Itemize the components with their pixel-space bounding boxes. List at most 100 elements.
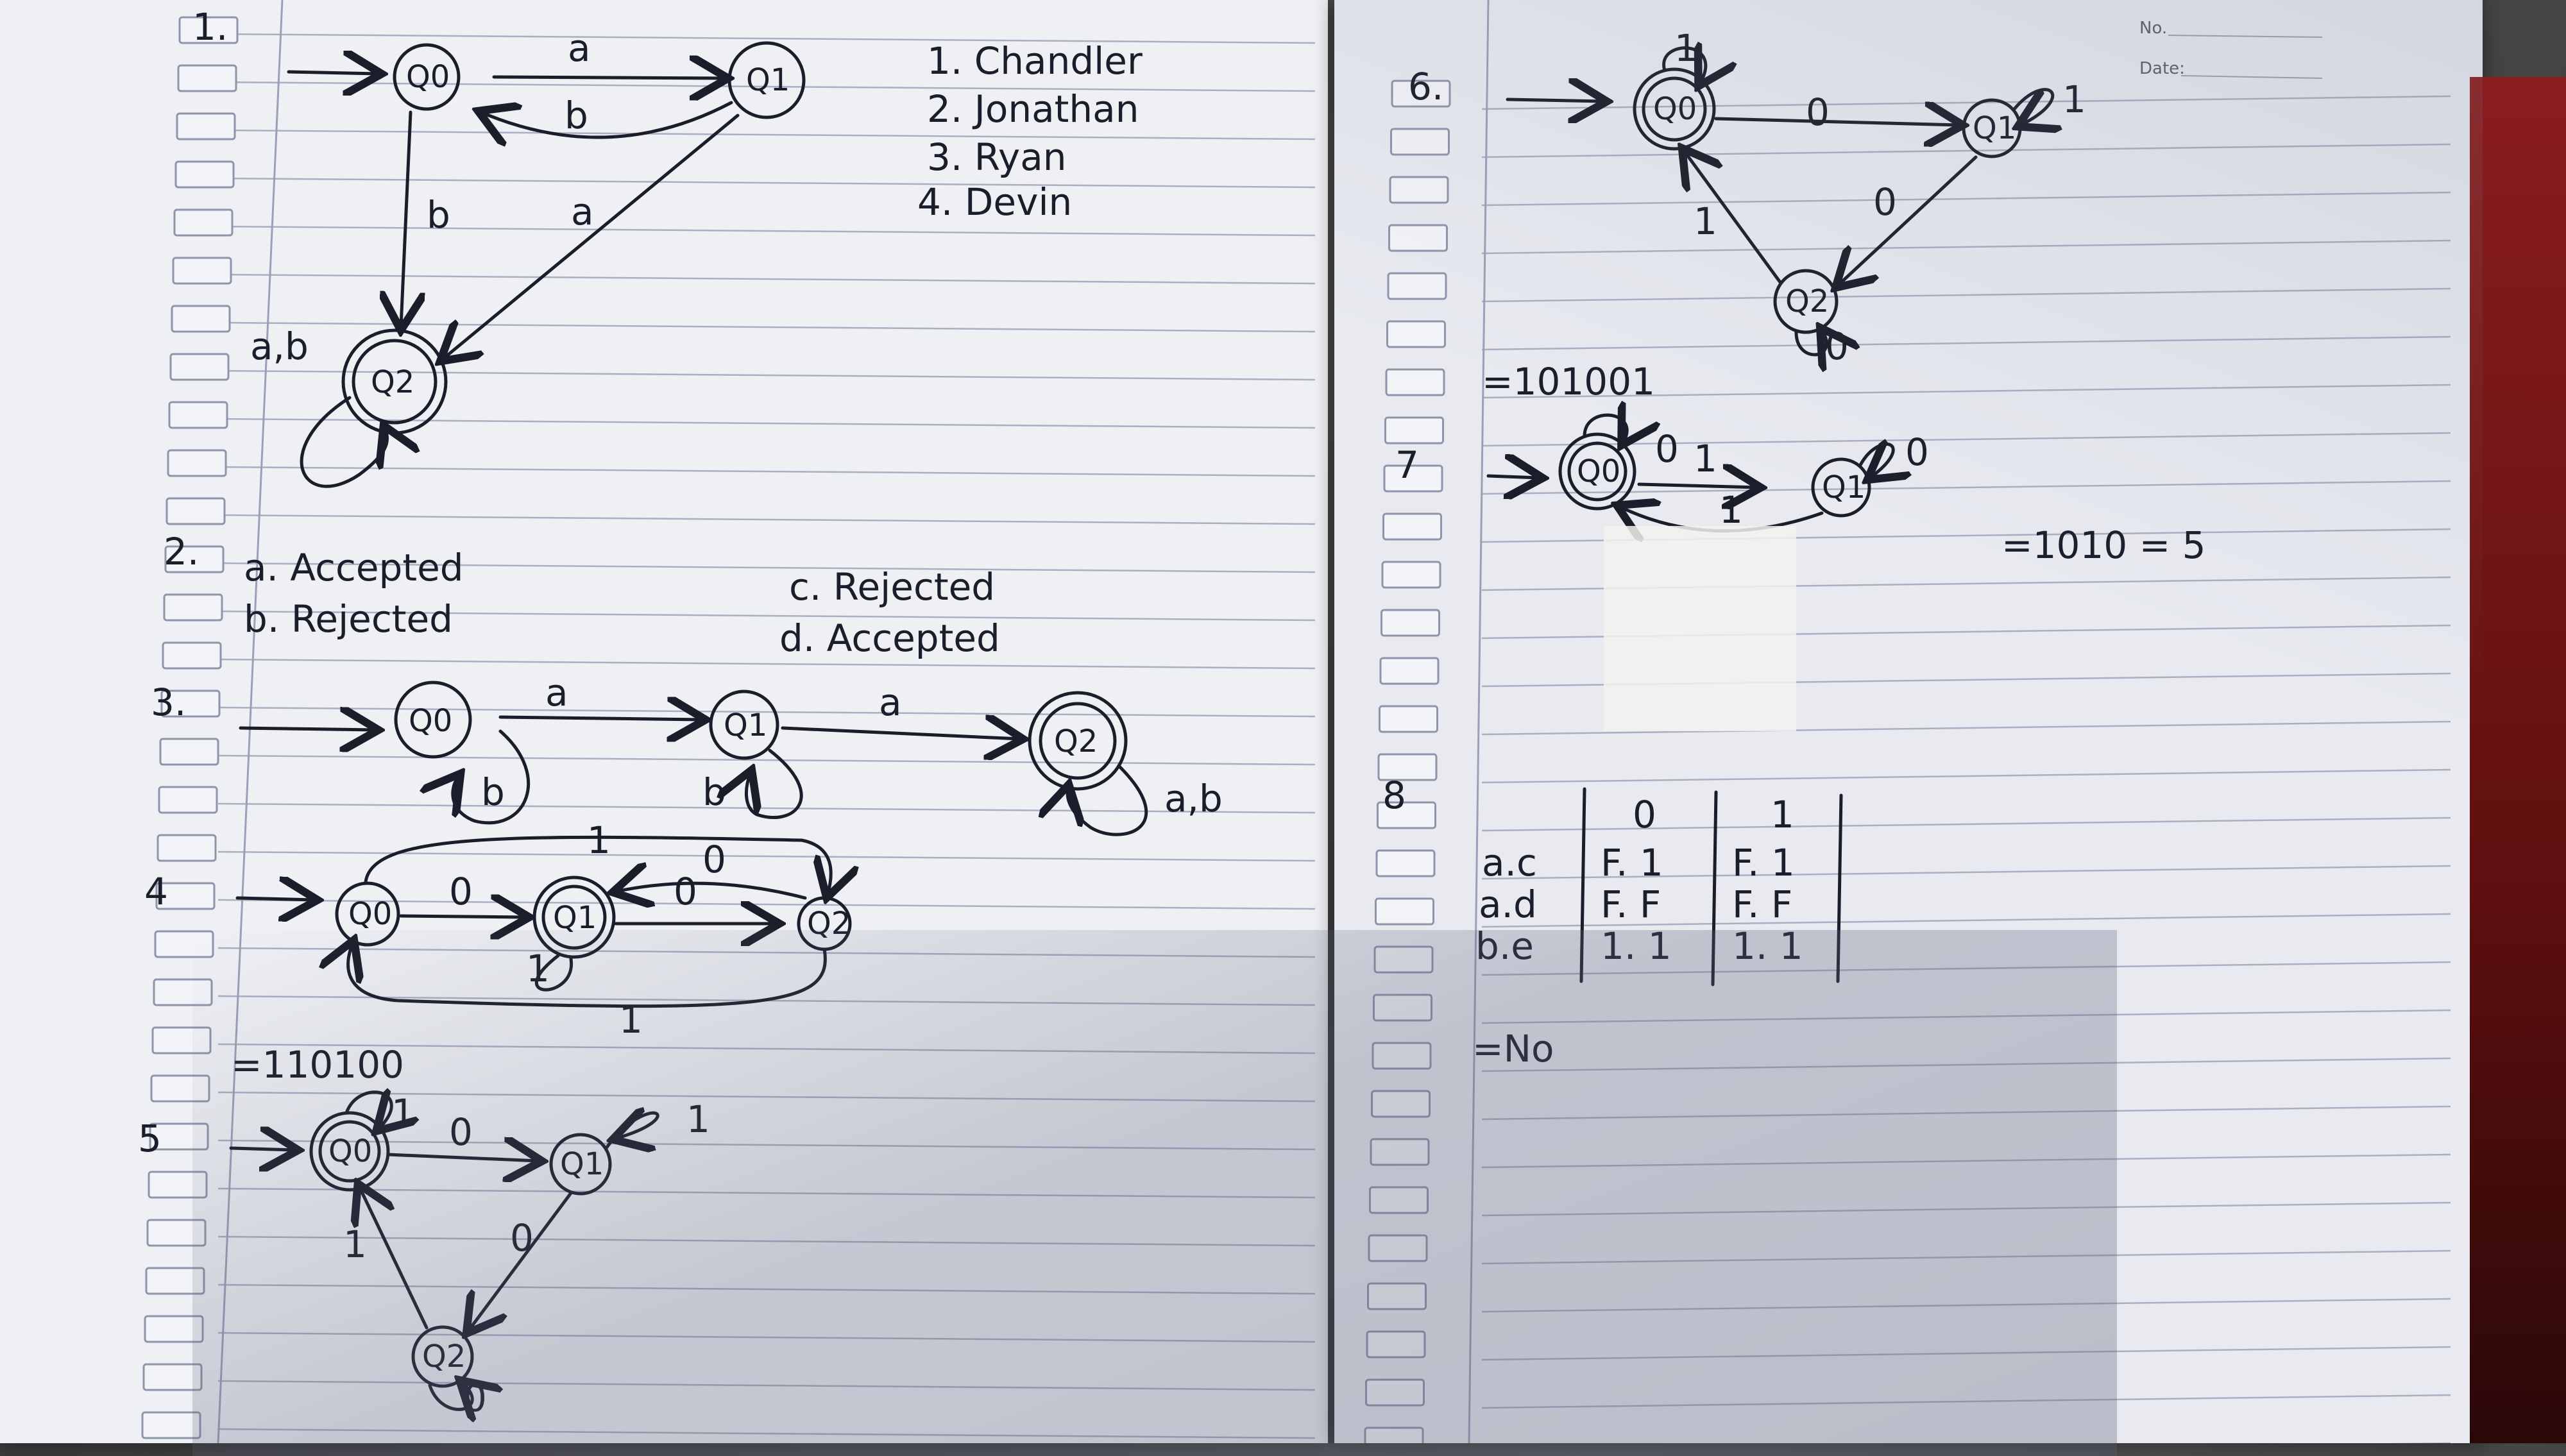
ruled-line: [1481, 1249, 2451, 1265]
q2-answer-b: b. Rejected: [244, 597, 453, 641]
margin-box: [162, 641, 222, 670]
margin-box: [159, 738, 219, 766]
ruled-line: [217, 802, 1316, 814]
q8-col-1: 1: [1771, 793, 1794, 836]
ruled-line: [1481, 913, 2451, 928]
q2-answer-a: a. Accepted: [244, 546, 464, 589]
q1-number: 1.: [192, 5, 228, 49]
q4-edge-0-a: 0: [449, 870, 473, 913]
margin-box: [145, 1267, 205, 1295]
q5-edge-1-self: 1: [391, 1091, 415, 1135]
ruled-line: [217, 947, 1316, 958]
question-1: 1. Q0 Q1 Q2 a b b a a,b 1. Chandler 2. J…: [192, 5, 1143, 488]
margin-box: [1369, 1186, 1429, 1214]
date-label: Date:: [2139, 59, 2185, 78]
q1-state-q1: Q1: [746, 62, 790, 98]
q5-edge-0-q1: 0: [449, 1110, 473, 1154]
ruled-line: [217, 1428, 1316, 1439]
q7-number: 7: [1395, 443, 1419, 487]
q1-name-2: 2. Jonathan: [927, 87, 1139, 131]
question-5: 5 Q0 Q1 Q2 1 0 1 0 1 0: [138, 1091, 710, 1420]
margin-box: [173, 208, 234, 237]
ruled-line: [217, 273, 1316, 285]
q8-row-3-c0: 1. 1: [1601, 924, 1672, 968]
margin-box: [1375, 849, 1436, 877]
margin-box: [1364, 1426, 1424, 1443]
margin-box: [154, 930, 214, 958]
question-6: 6. Q0 Q1 Q2 1 0 1 0 1 0 =101001: [1408, 26, 2086, 403]
right-ruled-lines: [1364, 0, 2451, 1443]
q6-edge-1-q1-self: 1: [2062, 78, 2086, 121]
q4-state-q2: Q2: [807, 906, 851, 942]
question-7: 7 Q0 Q1 0 1 1 0 =1010 = 5: [1395, 415, 2206, 731]
q3-number: 3.: [151, 681, 186, 724]
question-2: 2. a. Accepted b. Rejected c. Rejected d…: [164, 530, 1000, 660]
q6-edge-0-q1: 0: [1806, 90, 1830, 134]
q3-state-q0: Q0: [409, 703, 452, 739]
ruled-line: [217, 81, 1316, 92]
q6-state-q1: Q1: [1973, 110, 2016, 146]
margin-box: [141, 1411, 201, 1439]
margin-box: [1389, 176, 1449, 204]
margin-box: [150, 1074, 210, 1103]
margin-box: [1373, 945, 1434, 974]
ruled-line: [217, 1139, 1316, 1151]
question-4: 4 Q0 Q1 Q2 0 0 0 1 1 1 =110100: [144, 818, 851, 1087]
ruled-line: [217, 562, 1316, 573]
q6-edge-0-self: 0: [1825, 325, 1849, 368]
margin-box: [1381, 561, 1441, 589]
ruled-line: [1481, 1009, 2451, 1024]
margin-box: [167, 449, 227, 477]
q7-state-q0: Q0: [1577, 453, 1620, 489]
ruled-line: [217, 225, 1316, 237]
q1-edge-a-diag: a: [571, 190, 594, 233]
question-8: 8 0 1 a.c F. 1 F. 1 a.d F. F F. F b.e 1.…: [1382, 774, 1843, 1071]
margin-box: [1368, 1234, 1428, 1262]
margin-box: [151, 1026, 212, 1054]
ruled-line: [217, 33, 1316, 44]
margin-box: [1390, 128, 1450, 156]
ruled-line: [217, 754, 1316, 766]
margin-box: [1386, 320, 1446, 348]
q8-number: 8: [1382, 774, 1406, 817]
q5-state-q2: Q2: [422, 1339, 466, 1375]
q4-edge-0-c: 0: [702, 838, 726, 881]
q7-edge-0-self: 0: [1655, 427, 1679, 471]
margin-box: [176, 112, 236, 140]
q8-row-1-c0: F. 1: [1601, 841, 1663, 885]
margin-line: [217, 0, 284, 1443]
q5-edge-0-q2: 0: [510, 1216, 534, 1260]
margin-box: [1366, 1330, 1426, 1359]
q3-edge-b2: b: [702, 770, 726, 814]
margin-box: [1373, 994, 1432, 1022]
ruled-line: [1481, 239, 2451, 255]
ruled-line: [1481, 1298, 2451, 1313]
ruled-line: [217, 706, 1316, 718]
q5-state-q1: Q1: [560, 1146, 604, 1182]
margin-box: [142, 1363, 203, 1391]
margin-box: [172, 257, 232, 285]
correction-tape: [1604, 526, 1796, 731]
q8-row-2-c1: F. F: [1732, 883, 1792, 926]
ruled-line: [217, 658, 1316, 670]
q4-result: =110100: [231, 1043, 404, 1087]
q2-number: 2.: [164, 530, 199, 573]
ruled-line: [1481, 143, 2451, 158]
q6-edge-1-q0: 1: [1694, 199, 1717, 243]
margin-box: [1385, 368, 1445, 396]
q2-answer-d: d. Accepted: [779, 616, 1000, 660]
q3-edge-a2: a: [879, 681, 902, 724]
ruled-line: [1481, 1346, 2451, 1361]
q3-state-q1: Q1: [724, 707, 767, 743]
ruled-line: [1481, 1057, 2451, 1072]
q3-edge-a1: a: [545, 671, 568, 715]
margin-box: [1384, 416, 1444, 444]
margin-box: [157, 834, 217, 862]
margin-box: [178, 16, 239, 44]
margin-box: [148, 1171, 208, 1199]
q7-edge-1-q1: 1: [1694, 437, 1717, 480]
ruled-line: [1481, 384, 2451, 399]
ruled-line: [1481, 961, 2451, 976]
ruled-line: [217, 514, 1316, 525]
